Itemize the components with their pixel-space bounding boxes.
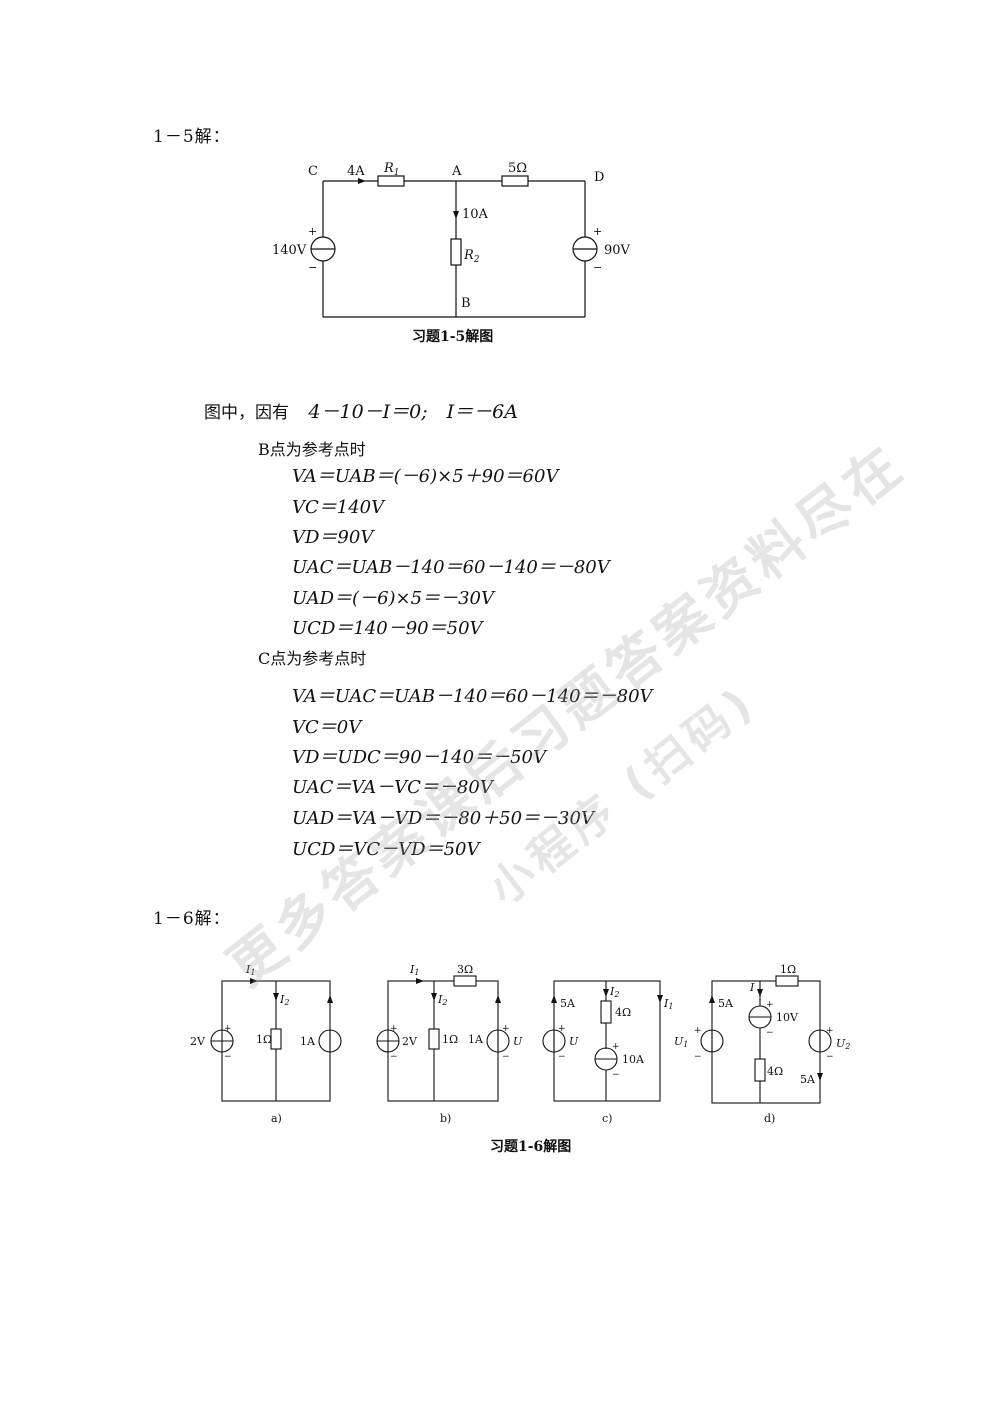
circuit-b bbox=[376, 975, 510, 1102]
minus-sign: − bbox=[308, 261, 317, 274]
c-5a-label: 5A bbox=[560, 997, 576, 1010]
minus-sign: − bbox=[612, 1070, 620, 1080]
figure-1-6-caption: 习题1-6解图 bbox=[490, 1139, 572, 1155]
reference-c-heading: C点为参考点时 bbox=[258, 649, 367, 668]
equation-line: UAD＝(－6)×5＝－30V bbox=[292, 588, 494, 609]
plus-sign: + bbox=[224, 1024, 232, 1034]
plus-sign: + bbox=[308, 225, 317, 238]
problem-1-5-heading: 1－5解： bbox=[153, 127, 231, 147]
plus-sign: + bbox=[558, 1024, 566, 1034]
plus-sign: + bbox=[826, 1026, 834, 1036]
intro-text: 图中，因有 bbox=[204, 403, 289, 423]
d-10v-label: 10V bbox=[776, 1011, 799, 1024]
voltage-140v-label: 140V bbox=[272, 243, 307, 258]
b-1ohm-label: 1Ω bbox=[442, 1033, 458, 1046]
b-i1-label: I1 bbox=[409, 963, 419, 977]
plus-sign: + bbox=[390, 1024, 398, 1034]
equation-line: UAC＝VA－VC＝－80V bbox=[292, 777, 493, 798]
minus-sign: − bbox=[766, 1028, 774, 1038]
equation-line: VA＝UAC＝UAB－140＝60－140＝－80V bbox=[292, 686, 653, 707]
d-caption: d) bbox=[764, 1112, 775, 1125]
d-5a-top-label: 5A bbox=[718, 997, 734, 1010]
d-1ohm-label: 1Ω bbox=[780, 963, 796, 976]
a-i2-label: I2 bbox=[279, 993, 289, 1007]
b-1a-label: 1A bbox=[468, 1033, 484, 1046]
reference-b-heading: B点为参考点时 bbox=[258, 440, 366, 459]
current-4a-label: 4A bbox=[347, 164, 365, 179]
problem-1-6-heading: 1－6解： bbox=[153, 909, 231, 929]
resistor-5ohm bbox=[501, 175, 529, 187]
equation-line: VD＝UDC＝90－140＝－50V bbox=[292, 747, 546, 768]
plus-sign: + bbox=[766, 1000, 774, 1010]
equation-line: UAD＝VA－VD＝－80＋50＝－30V bbox=[292, 808, 594, 829]
b-caption: b) bbox=[440, 1112, 451, 1125]
r1-label: R1 bbox=[383, 161, 400, 178]
c-i1-label: I1 bbox=[663, 997, 673, 1011]
c-u-label: U bbox=[569, 1035, 579, 1048]
node-d-label: D bbox=[594, 170, 604, 185]
minus-sign: − bbox=[502, 1052, 510, 1062]
minus-sign: − bbox=[694, 1052, 702, 1062]
a-1a-label: 1A bbox=[300, 1035, 316, 1048]
a-caption: a) bbox=[271, 1112, 282, 1125]
circuit-a bbox=[210, 980, 342, 1102]
equation-line: UCD＝140－90＝50V bbox=[292, 618, 483, 639]
d-4ohm-label: 4Ω bbox=[767, 1065, 783, 1078]
plus-sign: + bbox=[593, 225, 602, 238]
r2-label: R2 bbox=[463, 248, 480, 265]
circuit-c bbox=[542, 980, 661, 1102]
c-caption: c) bbox=[602, 1112, 612, 1125]
b-2v-label: 2V bbox=[402, 1035, 418, 1048]
equation-intro: 图中，因有 4－10－I＝0; I＝－6A bbox=[204, 397, 518, 424]
current-arrow-4a bbox=[358, 178, 366, 184]
plus-sign: + bbox=[694, 1026, 702, 1036]
b-u-label: U bbox=[513, 1035, 523, 1048]
equation-line: UCD＝VC－VD＝50V bbox=[292, 839, 480, 860]
d-5a-bottom-label: 5A bbox=[800, 1073, 816, 1086]
minus-sign: − bbox=[826, 1052, 834, 1062]
d-i-label: I bbox=[749, 981, 755, 994]
plus-sign: + bbox=[612, 1042, 620, 1052]
equation-line: VC＝0V bbox=[292, 717, 362, 738]
current-arrow-10a bbox=[453, 211, 459, 219]
equation-line: VC＝140V bbox=[292, 497, 385, 518]
b-i2-label: I2 bbox=[437, 993, 447, 1007]
equation-line: VD＝90V bbox=[292, 527, 374, 548]
voltage-90v-label: 90V bbox=[604, 243, 631, 258]
minus-sign: − bbox=[390, 1052, 398, 1062]
minus-sign: − bbox=[224, 1052, 232, 1062]
resistor-5ohm-label: 5Ω bbox=[508, 161, 527, 176]
node-b-label: B bbox=[461, 296, 471, 311]
kcl-equation: 4－10－I＝0; I＝－6A bbox=[308, 401, 518, 423]
c-10a-label: 10A bbox=[622, 1053, 645, 1066]
circuit-diagrams-1-6: I1 I2 2V 1Ω 1A + − a) I1 3Ω I2 2V + − 1Ω… bbox=[190, 963, 850, 1125]
node-a-label: A bbox=[451, 164, 462, 179]
minus-sign: − bbox=[593, 261, 602, 274]
b-3ohm-label: 3Ω bbox=[457, 963, 473, 976]
a-i1-label: I1 bbox=[245, 963, 255, 977]
a-2v-label: 2V bbox=[190, 1035, 206, 1048]
current-10a-label: 10A bbox=[462, 207, 489, 222]
d-u2-label: U2 bbox=[836, 1037, 850, 1051]
c-4ohm-label: 4Ω bbox=[615, 1006, 631, 1019]
d-u1-label: U1 bbox=[674, 1035, 688, 1049]
equation-line: VA＝UAB＝(－6)×5＋90＝60V bbox=[292, 466, 559, 487]
minus-sign: − bbox=[558, 1052, 566, 1062]
a-1ohm-label: 1Ω bbox=[256, 1033, 272, 1046]
resistor-r1 bbox=[377, 175, 405, 187]
equation-line: UAC＝UAB－140＝60－140＝－80V bbox=[292, 557, 610, 578]
c-i2-label: I2 bbox=[609, 985, 619, 999]
circuit-diagram-1-5: C 4A R1 A 5Ω D 10A R2 140V + − 90V + − B bbox=[272, 161, 631, 318]
plus-sign: + bbox=[502, 1024, 510, 1034]
figure-1-5-caption: 习题1-5解图 bbox=[412, 329, 494, 345]
resistor-r2 bbox=[450, 238, 462, 266]
node-c-label: C bbox=[308, 164, 318, 179]
